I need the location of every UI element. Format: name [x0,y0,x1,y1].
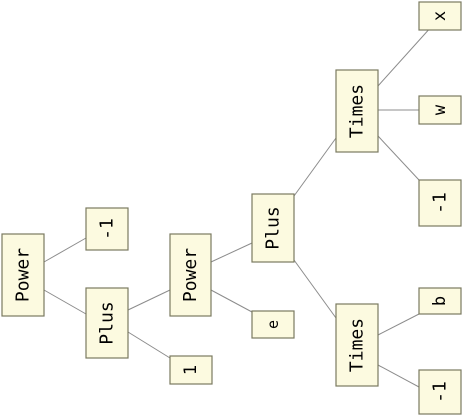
node-plus-inner-label: Plus [263,206,284,249]
node-power-root: Power [1,233,45,317]
edge-times-to-b [377,313,420,336]
node-power-inner-label: Power [180,248,201,302]
edge-power-to-plus-inner [210,242,253,263]
node-plus-inner: Plus [251,193,295,263]
node-minus-one-times-top: -1 [418,179,462,227]
node-power-inner: Power [169,233,212,317]
edge-power-to-e [210,289,253,313]
node-plus-outer: Plus [85,287,129,359]
node-times-top: Times [335,69,379,153]
node-times-top-label: Times [347,84,368,138]
edge-plus-to-power [127,289,171,311]
node-minus-one-times-bottom: -1 [418,369,462,415]
node-plus-outer-label: Plus [97,301,118,344]
edge-plus-to-times-bottom [293,259,337,319]
node-power-root-label: Power [13,248,34,302]
edge-power-to-plus [43,289,87,315]
node-w-label: w [430,104,450,115]
node-times-bottom-label: Times [347,318,368,372]
edge-plus-to-one [127,331,171,359]
node-w: w [418,95,462,125]
edge-times-to-minus-one-top [377,135,420,181]
node-minus-one-times-top-label: -1 [430,192,451,214]
node-b-label: b [430,296,450,306]
node-x-label: x [430,11,450,21]
node-e: e [251,310,295,339]
edge-power-to-minus-one [43,237,87,263]
edge-plus-to-times-top [293,137,337,197]
node-x: x [418,1,462,31]
node-b: b [418,287,462,315]
node-one-label: 1 [181,365,201,375]
node-times-bottom: Times [335,303,379,387]
node-e-label: e [264,320,282,329]
node-minus-one-top-left-label: -1 [97,218,118,240]
node-one: 1 [169,355,213,385]
edge-times-to-x [377,25,433,87]
tree-edges [43,25,433,388]
node-minus-one-top-left: -1 [85,207,129,251]
edge-times-to-minus-one-bottom [377,364,420,388]
node-minus-one-times-bottom-label: -1 [430,381,451,403]
